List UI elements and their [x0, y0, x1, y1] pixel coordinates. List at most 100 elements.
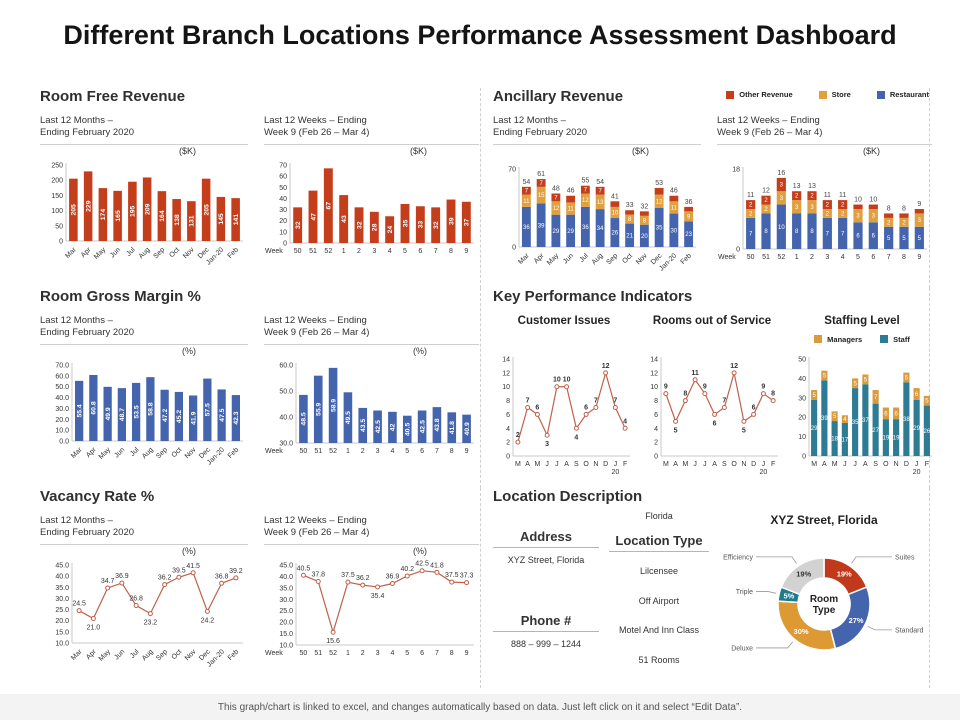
data-point	[593, 405, 599, 410]
point-label: 12	[730, 363, 738, 370]
x-tick: Jun	[109, 246, 122, 259]
data-point	[515, 439, 521, 445]
data-point	[612, 405, 618, 410]
rgm_monthly-svg: 0.010.020.030.040.050.060.070.055.4Mar60…	[55, 363, 243, 467]
x-tick: J	[693, 461, 697, 468]
point-label: 8	[771, 391, 775, 398]
bar-segment	[580, 193, 590, 207]
bar-segment	[625, 214, 635, 224]
y-tick: 0	[802, 454, 806, 461]
x-tick: Sep	[606, 252, 620, 266]
bar-value: 42	[390, 423, 397, 431]
segment-value: 5	[925, 399, 929, 405]
x-tick: Oct	[171, 446, 184, 459]
x-tick: M	[663, 461, 669, 468]
x-tick: 51	[314, 650, 322, 657]
segment-value: 7	[749, 231, 753, 237]
point-label: 36.9	[386, 574, 400, 581]
segment-value: 35	[656, 226, 663, 232]
x-tick: 6	[418, 248, 422, 255]
y-tick: 6	[506, 412, 510, 419]
segment-value: 2	[841, 211, 845, 217]
y-tick: 25.0	[55, 607, 69, 614]
segment-value: 18	[831, 437, 838, 443]
x-tick: May	[546, 252, 561, 267]
bar-segment	[595, 194, 605, 210]
point-label: 37.5	[341, 572, 355, 579]
point-label: 36.2	[158, 575, 172, 582]
bar-segment	[868, 222, 878, 249]
x-tick: 51	[762, 254, 770, 261]
x-tick: A	[822, 461, 827, 468]
x-tick: 7	[435, 650, 439, 657]
point-label: 5	[742, 427, 746, 434]
x-tick: 1	[346, 650, 350, 657]
y-tick: 10.0	[55, 428, 69, 435]
bar-segment	[913, 388, 920, 400]
segment-value: 4	[843, 417, 847, 423]
segment-value: 7	[841, 231, 845, 237]
bar-segment	[792, 191, 802, 201]
segment-value: 7	[525, 189, 529, 195]
x-tick: Mar	[70, 446, 84, 460]
divider-rule	[40, 544, 248, 545]
point-label: 15.6	[326, 638, 340, 645]
y-tick: 20	[279, 218, 287, 225]
bar-segment	[862, 384, 869, 456]
bar-value: 195	[130, 205, 137, 217]
y-tick: 0	[512, 245, 516, 252]
bar-value: 28	[372, 223, 379, 231]
segment-value: 12	[553, 206, 560, 212]
y-tick: 2	[654, 440, 658, 447]
segment-value: 3	[795, 205, 799, 211]
bar-segment	[610, 218, 620, 247]
segment-value: 5	[833, 414, 837, 420]
segment-value: 19	[893, 436, 900, 442]
y-tick: 40.0	[55, 395, 69, 402]
vac_monthly-svg: 10.015.020.025.030.035.040.045.024.5Mar2…	[55, 563, 243, 669]
x-tick: Jun	[113, 648, 126, 661]
total-label: 10	[854, 197, 862, 204]
y-tick: 30.0	[279, 597, 293, 604]
point-label: 5	[674, 427, 678, 434]
x-tick: Feb	[680, 252, 694, 266]
x-tick: 7	[887, 254, 891, 261]
divider-rule	[493, 144, 701, 145]
bar	[339, 195, 349, 243]
data-line	[78, 572, 237, 620]
y-tick: 50.0	[279, 389, 293, 396]
divider-rule	[717, 144, 932, 145]
x-tick: S	[574, 461, 579, 468]
bar-value: 40.5	[405, 423, 412, 436]
store-swatch-icon	[818, 90, 827, 99]
bar-segment	[838, 200, 848, 209]
x-tick: J	[915, 461, 919, 468]
data-line	[303, 570, 467, 635]
staffing-legend: Managers Staff	[789, 331, 935, 347]
segment-value: 8	[628, 217, 632, 223]
x-tick: Nov	[184, 648, 198, 662]
anc_monthly-svg: 0703611754Mar3915761Apr2912748May291146J…	[508, 167, 696, 273]
bar-value: 205	[71, 204, 78, 216]
point-label: 35.4	[371, 593, 385, 600]
y-tick: 40.0	[279, 415, 293, 422]
y-tick: 100	[51, 208, 63, 215]
x-tick: M	[811, 461, 817, 468]
vacancy-monthly-panel: Last 12 Months – Ending February 2020 (%…	[40, 511, 248, 677]
y-tick: 15.0	[55, 629, 69, 636]
ancillary-monthly-subtitle: Last 12 Months – Ending February 2020	[493, 115, 588, 139]
point-label: 36.9	[115, 573, 129, 580]
bar-segment	[654, 208, 664, 247]
